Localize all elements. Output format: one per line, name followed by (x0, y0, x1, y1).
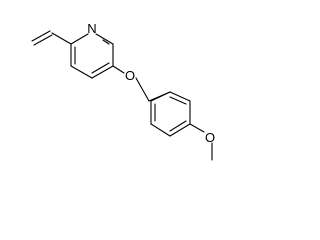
aldehyde-to-ring-bond (51, 32, 72, 45)
benzene-to-methoxy-oxygen-bond (189, 123, 205, 133)
benzene-bond-1 (169, 91, 191, 102)
ring-bond-c4-c3 (70, 65, 93, 79)
ring-double-bond-inner-bottom (91, 62, 110, 74)
benzene-double-bond-inner-2 (169, 120, 187, 132)
ring-bond-n1-c6 (95, 33, 114, 45)
benzene-double-bond-inner-1 (169, 96, 187, 105)
benzene-bond-4 (150, 123, 171, 137)
methoxy-oxygen-label: O (205, 130, 215, 145)
molecule-structure: N O O (31, 21, 215, 161)
aldehyde-co-double-bond-inner (31, 30, 51, 42)
aldehyde-group (31, 30, 72, 46)
ring-bond-c5-c4 (91, 65, 114, 79)
pyridine-ring (70, 33, 114, 79)
ring-bond-c6-c6-inner (102, 39, 110, 45)
ether-oxygen-label: O (125, 68, 135, 83)
benzene-ring (150, 91, 191, 137)
aldehyde-co-double-bond-outer (33, 34, 53, 46)
ether-oxygen-to-ch2-bond (135, 77, 150, 102)
ring-bond-c2-n1 (70, 33, 89, 45)
structure-canvas: N O O (31, 21, 215, 161)
pyridine-nitrogen-label: N (87, 21, 96, 36)
methoxy-group (189, 123, 213, 161)
ring-to-ether-oxygen-bond (112, 65, 125, 74)
benzene-bond-3 (169, 123, 191, 137)
benzene-bond-6 (150, 91, 171, 102)
